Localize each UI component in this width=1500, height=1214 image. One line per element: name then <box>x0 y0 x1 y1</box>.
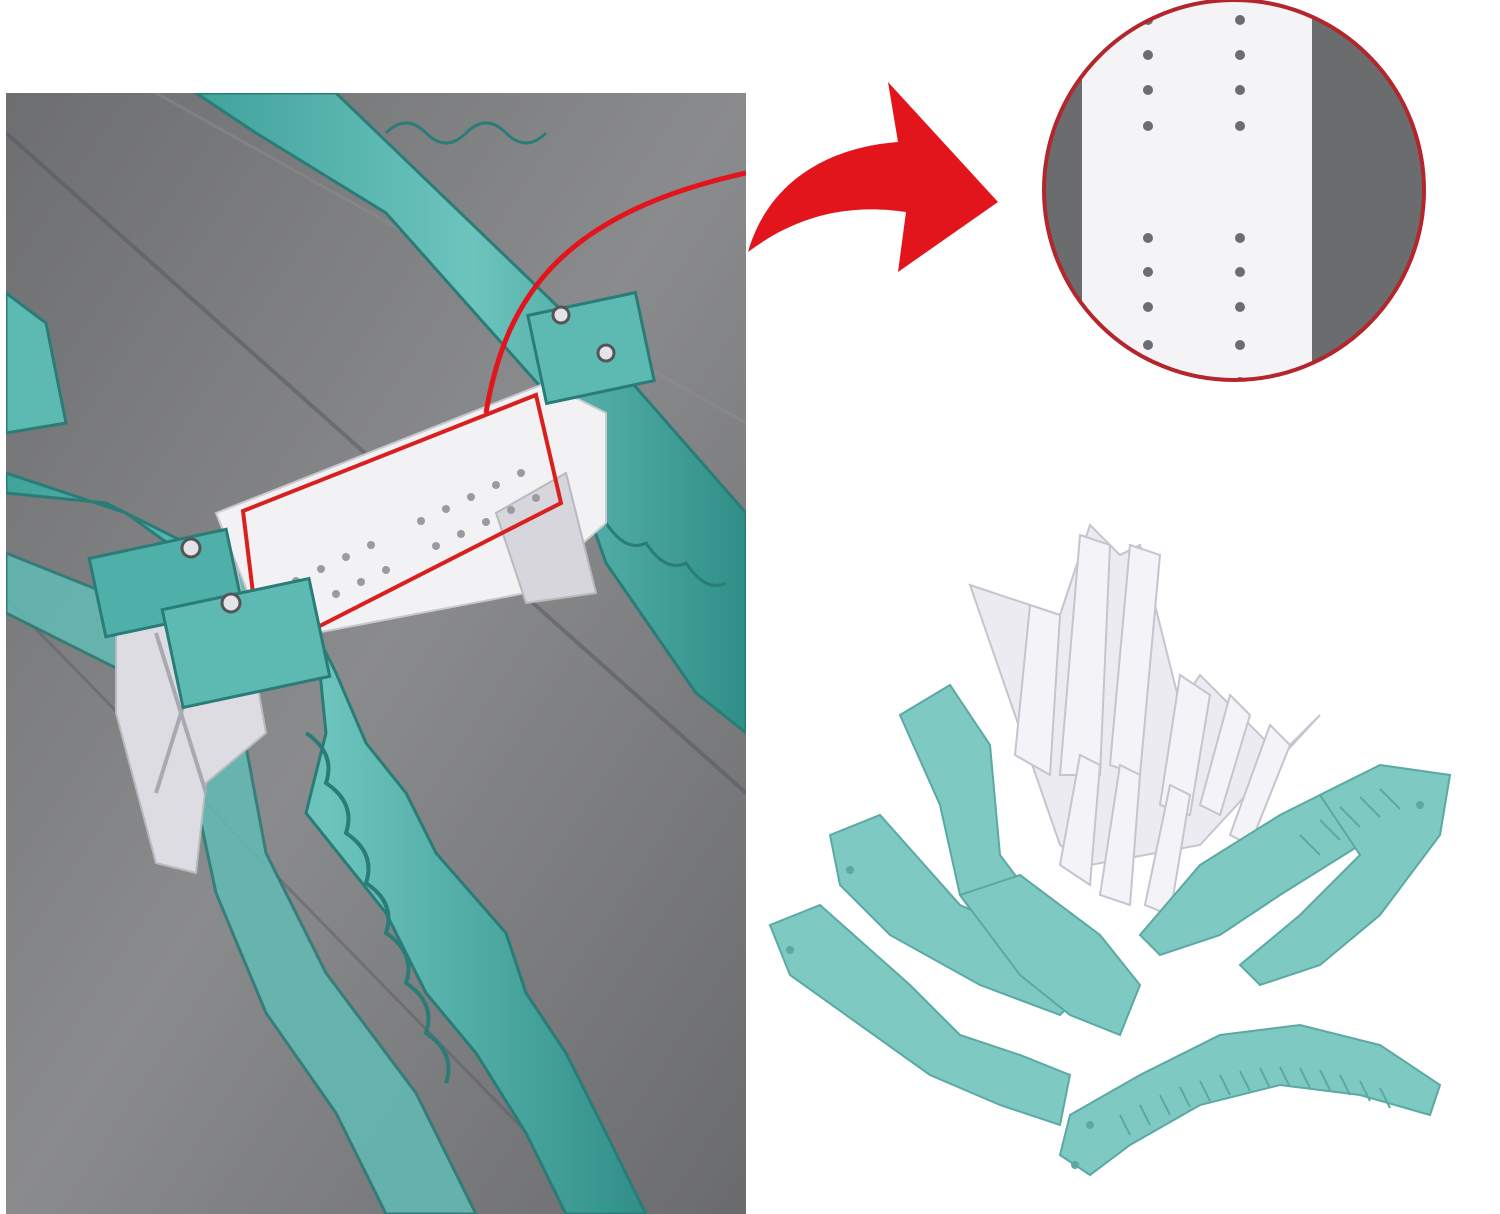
bridge-support <box>87 290 656 875</box>
screw-icon <box>551 305 571 325</box>
product-set-illustration <box>768 523 1452 1177</box>
pointer-curve <box>483 170 746 414</box>
screw-icon <box>596 343 616 363</box>
zoom-callout <box>996 0 1500 396</box>
screw-icon <box>220 592 242 614</box>
zoom-border <box>1042 0 1426 382</box>
track-bridge-photo <box>6 93 746 1214</box>
track-bridge-illustration <box>6 93 746 1214</box>
product-set <box>760 515 1500 1205</box>
screw-icon <box>180 537 202 559</box>
white-supports <box>968 523 1321 917</box>
far-track <box>193 93 746 735</box>
arrow-icon <box>748 82 998 272</box>
red-arrow <box>748 72 1003 272</box>
zoom-detail <box>1042 0 1426 382</box>
track-ridges <box>1119 788 1401 1136</box>
mounting-holes <box>786 801 1424 1169</box>
teal-track-pieces <box>768 683 1452 1177</box>
zoomed-plate <box>1082 0 1312 380</box>
